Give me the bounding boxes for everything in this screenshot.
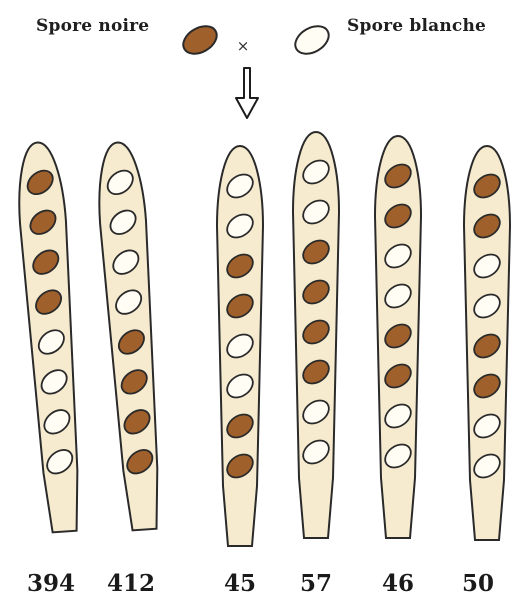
ascus-count: 45 [210,570,270,597]
asci-group [14,132,510,546]
ascus [217,146,263,546]
ascus [293,132,339,538]
ascus [14,141,87,533]
black-spore-icon [178,21,221,60]
ascus-count: 46 [368,570,428,597]
down-arrow-icon [236,68,258,118]
ascus-count: 57 [286,570,346,597]
cross-symbol: × [237,37,250,55]
ascus [95,141,168,531]
ascus-count: 412 [101,570,161,597]
white-spore-icon [290,21,333,60]
ascus [464,146,510,540]
ascus-count: 394 [21,570,81,597]
ascus [375,136,421,538]
ascus-count: 50 [448,570,508,597]
